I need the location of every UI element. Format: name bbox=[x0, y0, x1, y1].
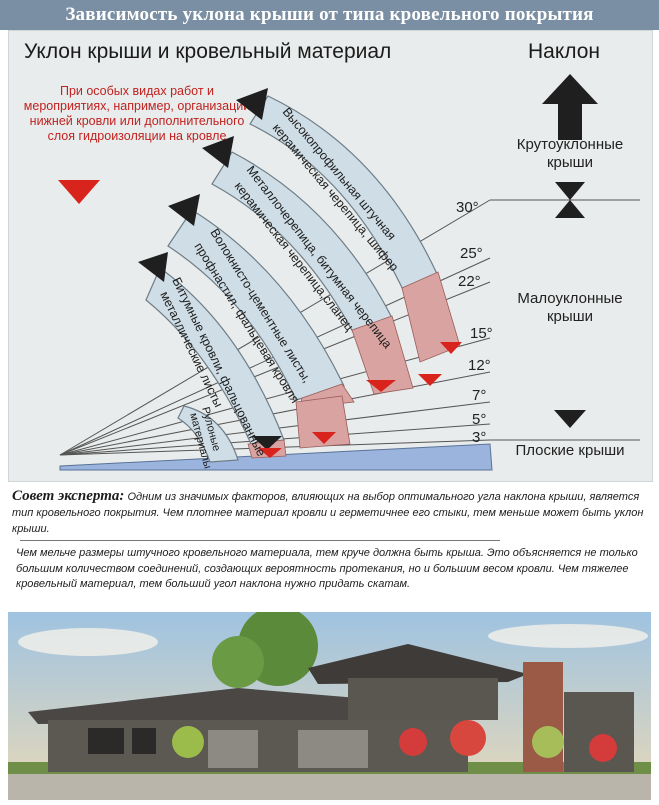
band-arrows bbox=[138, 88, 282, 450]
category-steep: Крутоуклонные крыши bbox=[516, 136, 624, 171]
up-arrow-icon bbox=[542, 74, 598, 140]
category-low: Малоуклонные крыши bbox=[517, 290, 623, 325]
degree-25: 25° bbox=[460, 245, 483, 262]
zone-2 bbox=[351, 315, 414, 395]
down-triangle-icon bbox=[418, 374, 442, 386]
divider bbox=[20, 540, 500, 541]
expert-tip-lead: Совет эксперта: bbox=[12, 488, 125, 504]
zone-3b bbox=[295, 395, 351, 449]
double-arrow-icon bbox=[555, 200, 585, 218]
page-title: Зависимость уклона крыши от типа кровель… bbox=[65, 4, 594, 25]
down-triangle-icon bbox=[312, 432, 336, 444]
down-triangle-icon bbox=[58, 180, 100, 204]
down-triangle-icon bbox=[258, 448, 282, 458]
triangle-arrow-icon bbox=[202, 136, 234, 168]
triangle-arrow-icon bbox=[168, 194, 200, 226]
degree-15: 15° bbox=[470, 325, 493, 342]
down-triangle-icon bbox=[554, 410, 586, 428]
degree-30: 30° bbox=[456, 199, 479, 216]
house-illustration bbox=[8, 612, 651, 800]
explanation-paragraph: Чем мельче размеры штучного кровельного … bbox=[16, 547, 638, 590]
triangle-arrow-icon bbox=[138, 252, 168, 282]
triangle-arrow-icon bbox=[236, 88, 268, 120]
special-note: При особых видах работ и мероприятиях, н… bbox=[23, 84, 251, 143]
roof-base bbox=[59, 443, 493, 471]
degree-22: 22° bbox=[458, 273, 481, 290]
title-bar bbox=[0, 0, 659, 30]
expert-tip: Совет эксперта: Одним из значимых фактор… bbox=[12, 488, 648, 537]
down-triangle-icon bbox=[440, 342, 462, 354]
down-triangle-icon bbox=[252, 436, 282, 450]
degree-labels: 30° 25° 22° 15° 12° 7° 5° 3° bbox=[456, 199, 493, 446]
expert-tip-body: Одним из значимых факторов, влияющих на … bbox=[12, 491, 644, 535]
band-5 bbox=[177, 405, 239, 463]
down-triangle-icon bbox=[366, 380, 396, 392]
alt-zones bbox=[247, 271, 461, 459]
header-right: Наклон bbox=[528, 40, 601, 63]
zone-1 bbox=[401, 271, 461, 363]
slope-diagram: Высокопрофильная штучная керамическая че… bbox=[58, 74, 640, 471]
degree-3: 3° bbox=[472, 429, 486, 446]
red-markers bbox=[58, 180, 462, 458]
slope-line-12 bbox=[59, 371, 491, 456]
header-left: Уклон крыши и кровельный материал bbox=[24, 40, 392, 63]
slope-line-15 bbox=[59, 337, 491, 456]
degree-5: 5° bbox=[472, 411, 486, 428]
degree-7: 7° bbox=[472, 387, 486, 404]
category-flat: Плоские крыши bbox=[515, 442, 625, 459]
double-arrow-icon bbox=[555, 182, 585, 200]
category-arrows bbox=[542, 74, 598, 428]
degree-12: 12° bbox=[468, 357, 491, 374]
house-photo bbox=[8, 612, 651, 800]
